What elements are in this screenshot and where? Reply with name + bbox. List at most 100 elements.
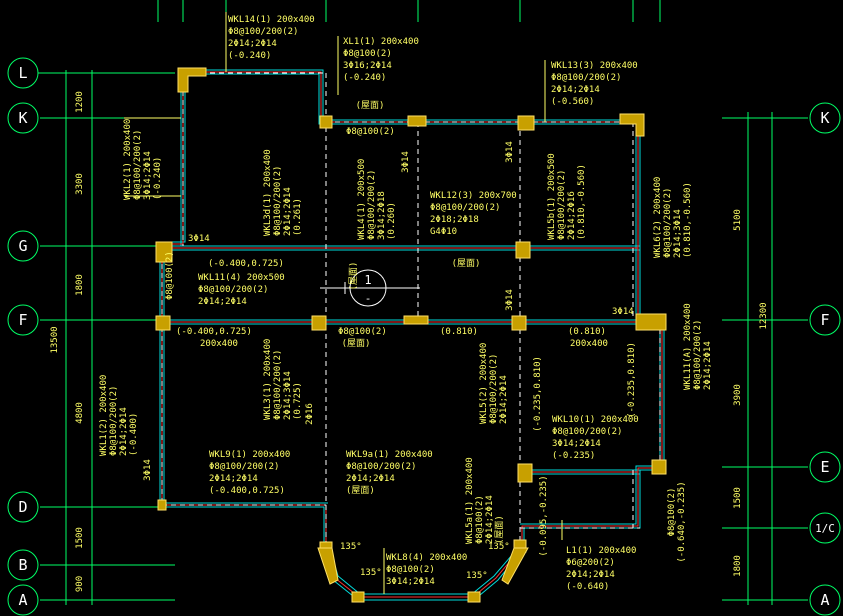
axis-label-F: F [18, 311, 27, 329]
dim-left-5: 1500 [75, 527, 85, 549]
axis-label-E-right: E [820, 458, 829, 476]
wkl14-level: (-0.240) [228, 51, 271, 61]
wkl5b-level: (0.810,-0.560) [577, 164, 587, 240]
wkl52-rebar: 2Φ14;2Φ14 [499, 375, 509, 424]
wkl5b-stirrup: Φ8@100/200(2) [557, 170, 567, 240]
wkl13-title: WKL13(3) 200x400 [551, 61, 638, 71]
size-note-b: 200x400 [570, 339, 608, 349]
left-dimension-chain [40, 70, 175, 605]
stirrup-note-left: Φ8@100(2) [165, 251, 175, 300]
wkl9-stirrup: Φ8@100/200(2) [209, 462, 279, 472]
stirrup-note-right: Φ8@100(2) [667, 488, 677, 537]
wkl9-level: (-0.400,0.725) [209, 486, 285, 496]
dim-right-2: 3900 [733, 384, 743, 406]
wkl2-rebar: 3Φ14;2Φ14 [143, 151, 153, 200]
right-axis-bubbles [809, 102, 841, 616]
beam-label-wkl8: WKL8(4) 200x400 Φ8@100(2) 3Φ14;2Φ14 [386, 553, 467, 587]
wkl3d-rebar: 2Φ14;2Φ14 [283, 187, 293, 236]
roof-note-1: (屋面) [356, 100, 385, 111]
wkl5a-title: WKL5a(1) 200x400 [465, 457, 475, 544]
roof-note-4: (屋面) [342, 338, 371, 349]
axis-label-L: L [18, 64, 27, 82]
wkl9a-title: WKL9a(1) 200x400 [346, 450, 433, 460]
beam-label-wkl3d: WKL3d(1) 200x400 Φ8@100/200(2) 2Φ14;2Φ14… [263, 149, 303, 236]
wkl6-stirrup: Φ8@100/200(2) [663, 188, 673, 258]
top-grid-lines [157, 0, 661, 22]
wkl14-title: WKL14(1) 200x400 [228, 15, 315, 25]
dim-left-total: 13500 [50, 326, 60, 353]
wkl5a-level: (屋面) [494, 515, 505, 544]
axis-label-G: G [18, 237, 27, 255]
wkl5a-rebar: 2Φ14;2Φ14 [485, 495, 495, 544]
rebar-note-2phi16: 2Φ16 [305, 403, 315, 425]
beam-label-xl1: XL1(1) 200x400 Φ8@100(2) 3Φ16;2Φ14 (-0.2… [343, 37, 419, 83]
beam-label-wkl9: WKL9(1) 200x400 Φ8@100/200(2) 2Φ14;2Φ14 … [209, 450, 290, 496]
level-note-0810: (0.810) [440, 327, 478, 337]
rebar-note-d: 3Φ14 [505, 289, 515, 311]
wkl9a-stirrup: Φ8@100/200(2) [346, 462, 416, 472]
beam-label-wkl9a: WKL9a(1) 200x400 Φ8@100/200(2) 2Φ14;2Φ14… [346, 450, 433, 496]
wkl6-rebar: 2Φ14;3Φ14 [673, 209, 683, 258]
dim-left-2: 3300 [75, 173, 85, 195]
beam-label-wkl1: WKL1(2) 200x400 Φ8@100/200(2) 2Φ14;2Φ14 … [99, 375, 139, 456]
wkl4-level: (0.260) [387, 202, 397, 240]
wkl11a-title: WKL11(A) 200x400 [683, 303, 693, 390]
wkl10-title: WKL10(1) 200x400 [552, 415, 639, 425]
rebar-note-e: 3Φ14 [612, 307, 634, 317]
l1-title: L1(1) 200x400 [566, 546, 636, 556]
beam-label-wkl6: WKL6(2) 200x400 Φ8@100/200(2) 2Φ14;3Φ14 … [653, 177, 693, 258]
wkl52-stirrup: Φ8@100/200(2) [489, 354, 499, 424]
xl1-rebar: 3Φ16;2Φ14 [343, 61, 392, 71]
wkl3-title: WKL3(1) 200x400 [263, 339, 273, 420]
wkl8-title: WKL8(4) 200x400 [386, 553, 467, 563]
beam-label-wkl11: WKL11(4) 200x500 Φ8@100/200(2) 2Φ14;2Φ14 [198, 273, 285, 307]
dim-left-1: 1200 [75, 91, 85, 113]
wkl14-rebar: 2Φ14;2Φ14 [228, 39, 277, 49]
wkl13-stirrup: Φ8@100/200(2) [551, 73, 621, 83]
wkl11a-stirrup: Φ8@100/200(2) [693, 320, 703, 390]
stirrup-note-b: Φ8@100(2) [338, 327, 387, 337]
beam-label-wkl52: WKL5(2) 200x400 Φ8@100/200(2) 2Φ14;2Φ14 [479, 343, 509, 424]
level-note-0810b: (0.810) [568, 327, 606, 337]
axis-label-F-right: F [820, 311, 829, 329]
beam-label-wkl13: WKL13(3) 200x400 Φ8@100/200(2) 2Φ14;2Φ14… [551, 61, 638, 107]
beam-label-wkl11a: WKL11(A) 200x400 Φ8@100/200(2) 2Φ14;2Φ14 [683, 303, 713, 390]
wkl1-level: (-0.400) [129, 413, 139, 456]
wkl5b-rebar: 2Φ14;2Φ16 [567, 191, 577, 240]
level-note-0235b: (-0.235,0.810) [627, 342, 637, 418]
wkl3-stirrup: Φ8@100/200(2) [273, 350, 283, 420]
left-axis-bubbles [7, 57, 40, 616]
wkl3d-title: WKL3d(1) 200x400 [263, 149, 273, 236]
xl1-title: XL1(1) 200x400 [343, 37, 419, 47]
wkl9a-rebar: 2Φ14;2Φ14 [346, 474, 395, 484]
wkl12-extra: G4Φ10 [430, 227, 457, 237]
angle-note-2: 135° [488, 542, 510, 552]
beam-label-wkl5a: WKL5a(1) 200x400 Φ8@100(2) 2Φ14;2Φ14 (屋面… [465, 457, 505, 544]
wkl3-rebar: 2Φ14;3Φ14 [283, 371, 293, 420]
dim-right-3: 1500 [733, 487, 743, 509]
wkl1-rebar: 2Φ14;2Φ14 [119, 407, 129, 456]
level-note-0095: (-0.095,-0.235) [539, 475, 549, 556]
stirrup-note-a: Φ8@100(2) [346, 127, 395, 137]
dim-left-6: 900 [75, 576, 85, 592]
wkl11-title: WKL11(4) 200x500 [198, 273, 285, 283]
wkl8-rebar: 3Φ14;2Φ14 [386, 577, 435, 587]
level-note-0640: (-0.640,-0.235) [677, 481, 687, 562]
wkl12-title: WKL12(3) 200x700 [430, 191, 517, 201]
wkl13-rebar: 2Φ14;2Φ14 [551, 85, 600, 95]
level-note-0400: (-0.400,0.725) [208, 259, 284, 269]
dim-right-total: 12300 [759, 302, 769, 329]
rebar-note-f: 3Φ14 [143, 459, 153, 481]
wkl1-title: WKL1(2) 200x400 [99, 375, 109, 456]
wkl14-stirrup: Φ8@100/200(2) [228, 27, 298, 37]
l1-rebar: 2Φ14;2Φ14 [566, 570, 615, 580]
axis-label-1C-right: 1/C [815, 522, 835, 535]
wkl12-rebar: 2Φ18;2Φ18 [430, 215, 479, 225]
axis-label-B: B [18, 556, 27, 574]
wkl2-title: WKL2(1) 200x400 [123, 119, 133, 200]
wkl13-level: (-0.560) [551, 97, 594, 107]
annotation-leaders [124, 12, 563, 594]
beam-label-wkl3: WKL3(1) 200x400 Φ8@100/200(2) 2Φ14;3Φ14 … [263, 339, 303, 420]
axis-label-K-right: K [820, 109, 829, 127]
axis-label-D: D [18, 498, 27, 516]
